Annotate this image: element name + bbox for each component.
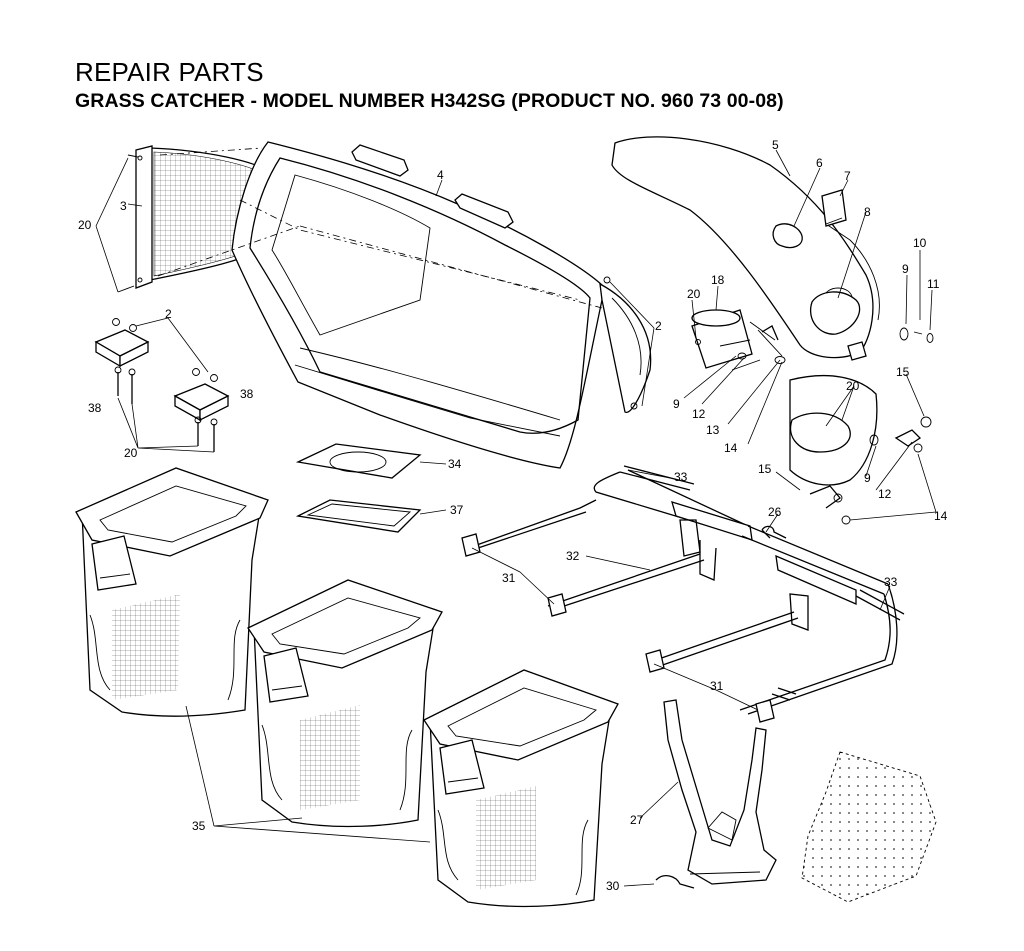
page-subtitle: GRASS CATCHER - MODEL NUMBER H342SG (PRO… <box>75 90 784 112</box>
part-frame <box>473 465 905 715</box>
part-bag-left <box>75 467 269 717</box>
callout-35: 35 <box>192 819 206 833</box>
callout-9-upper: 9 <box>902 262 909 276</box>
callout-31-right: 31 <box>710 679 724 693</box>
callout-20-deflector: 20 <box>846 379 860 393</box>
callout-3: 3 <box>120 199 127 213</box>
callout-32: 32 <box>566 549 580 563</box>
callout-2-shell: 2 <box>655 319 662 333</box>
part-tube <box>691 309 786 371</box>
callout-12-tube: 12 <box>692 407 706 421</box>
part-bag-right <box>423 669 619 908</box>
callout-20-screen: 20 <box>78 218 92 232</box>
part-gasket <box>295 499 422 533</box>
part-catcher-shell <box>231 141 652 469</box>
part-clip <box>655 874 695 889</box>
part-plate <box>295 443 422 479</box>
part-deflector <box>789 374 932 525</box>
callout-4: 4 <box>437 168 444 182</box>
callout-2-brackets: 2 <box>165 307 172 321</box>
part-bracket-lower <box>173 368 230 452</box>
callout-37: 37 <box>450 503 464 517</box>
callout-9-tube: 9 <box>673 397 680 411</box>
callout-33-left: 33 <box>674 470 688 484</box>
callout-38-upper: 38 <box>88 401 102 415</box>
callout-14-deflector: 14 <box>934 509 948 523</box>
callout-6: 6 <box>816 156 823 170</box>
callout-11: 11 <box>927 277 940 291</box>
callout-14-tube: 14 <box>724 441 738 455</box>
part-bag-middle <box>247 579 443 828</box>
part-handle <box>663 699 777 885</box>
part-pin <box>761 525 787 539</box>
callout-10: 10 <box>913 236 927 250</box>
part-ghost-plate <box>801 751 937 903</box>
callout-18: 18 <box>711 273 725 287</box>
part-chute <box>611 136 880 361</box>
callout-34: 34 <box>448 457 462 471</box>
part-wheel-sleeves <box>461 533 775 723</box>
callout-7: 7 <box>844 169 851 183</box>
callout-26: 26 <box>768 505 782 519</box>
leader-lines <box>95 149 937 887</box>
callout-20-brackets: 20 <box>124 446 138 460</box>
callout-5: 5 <box>772 138 779 152</box>
callout-9-deflector: 9 <box>864 471 871 485</box>
callout-13: 13 <box>706 423 720 437</box>
alignment-line <box>157 147 603 309</box>
callout-27: 27 <box>630 813 644 827</box>
callout-8: 8 <box>864 205 871 219</box>
part-bracket-upper <box>94 318 150 404</box>
callout-30: 30 <box>606 879 620 893</box>
part-small-hardware <box>772 189 934 343</box>
callout-33-right: 33 <box>884 575 898 589</box>
callout-12-deflector: 12 <box>878 487 892 501</box>
callout-31-left: 31 <box>502 571 516 585</box>
callout-15-right: 15 <box>896 365 910 379</box>
callout-15-left: 15 <box>758 462 772 476</box>
callout-20-tube: 20 <box>687 287 701 301</box>
page-title: REPAIR PARTS <box>75 57 264 87</box>
callout-38-lower: 38 <box>240 387 254 401</box>
